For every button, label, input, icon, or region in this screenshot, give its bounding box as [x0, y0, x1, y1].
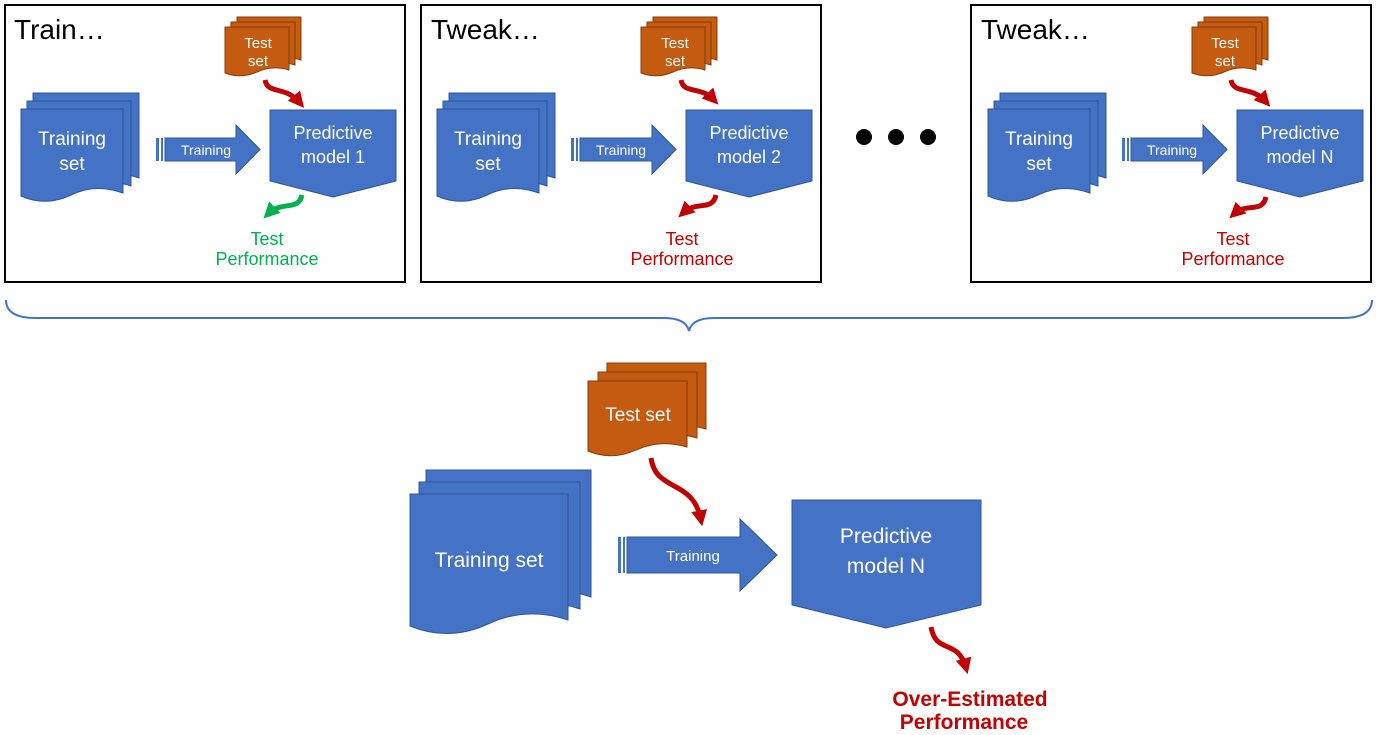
final-workflow: Test set Training set Training Predictiv… — [409, 362, 1048, 734]
model-label: model N — [1266, 147, 1333, 167]
training-set-label: Training — [1005, 129, 1073, 150]
training-arrow: Training — [1122, 123, 1228, 176]
training-set-label: Training set — [435, 549, 544, 572]
test-set-document: Test set — [587, 362, 707, 457]
model-to-result-arrow — [678, 194, 719, 218]
panel-title: Tweak… — [981, 14, 1090, 45]
test-set-document: Test set — [1191, 16, 1269, 77]
test-set-label: Test — [244, 35, 272, 52]
training-set-document: Training set — [409, 469, 592, 634]
result-label: Test — [1216, 229, 1249, 249]
training-arrow-label: Training — [596, 142, 646, 158]
panel-title: Tweak… — [431, 14, 540, 45]
result-label: Performance — [900, 711, 1028, 734]
test-set-label: Test set — [605, 405, 671, 426]
test-set-label: Test — [661, 35, 689, 52]
grouping-brace — [5, 299, 1373, 332]
test-to-model-arrow — [1228, 79, 1271, 107]
training-set-document: Training set — [20, 92, 140, 202]
test-set-label: set — [665, 53, 686, 70]
training-arrow-label: Training — [181, 142, 231, 158]
model-to-result-arrow — [263, 194, 305, 219]
training-arrow: Training — [571, 123, 677, 176]
test-to-model-arrow — [262, 79, 305, 108]
test-to-model-arrow — [678, 79, 719, 105]
predictive-model-box: Predictive model 2 — [685, 109, 813, 198]
training-arrow: Training — [156, 123, 261, 176]
test-to-model-arrow — [648, 457, 708, 527]
model-label: model 1 — [301, 147, 365, 167]
training-set-label: set — [475, 154, 501, 175]
predictive-model-box: Predictive model 1 — [269, 109, 397, 198]
panel-title: Train… — [14, 14, 105, 45]
panel-tweak-n: Tweak… Test set Training set Training Pr… — [970, 4, 1372, 283]
result-label: Performance — [215, 249, 318, 269]
training-arrow: Training — [618, 517, 778, 593]
model-to-result-arrow — [928, 626, 972, 675]
training-arrow-label: Training — [1147, 142, 1197, 158]
panel-tweak-2: Tweak… Test set Training set Training Pr… — [420, 4, 822, 283]
training-set-label: Training — [454, 129, 522, 150]
result-label: Test — [250, 229, 283, 249]
test-set-label: Test — [1211, 35, 1239, 52]
model-label: Predictive — [1260, 123, 1339, 143]
model-label: model N — [847, 555, 925, 578]
result-label: Performance — [630, 249, 733, 269]
result-label: Over-Estimated — [892, 688, 1047, 711]
test-set-label: set — [1215, 53, 1236, 70]
training-set-label: set — [59, 154, 85, 175]
test-set-document: Test set — [224, 16, 302, 77]
training-arrow-label: Training — [666, 548, 720, 565]
model-label: model 2 — [717, 147, 781, 167]
model-to-result-arrow — [1229, 196, 1269, 219]
training-set-document: Training set — [436, 92, 556, 202]
model-label: Predictive — [293, 123, 372, 143]
result-label: Test — [665, 229, 698, 249]
result-label: Performance — [1181, 249, 1284, 269]
model-label: Predictive — [840, 525, 932, 548]
training-set-document: Training set — [987, 92, 1107, 202]
predictive-model-box: Predictive model N — [791, 499, 982, 629]
model-label: Predictive — [709, 123, 788, 143]
training-set-label: set — [1026, 154, 1052, 175]
test-set-label: set — [248, 53, 269, 70]
ellipsis-dots — [856, 129, 936, 145]
predictive-model-box: Predictive model N — [1236, 109, 1364, 198]
training-set-label: Training — [38, 129, 106, 150]
panel-train: Train… Test set Training set Training Pr… — [4, 4, 406, 283]
test-set-document: Test set — [640, 16, 718, 77]
